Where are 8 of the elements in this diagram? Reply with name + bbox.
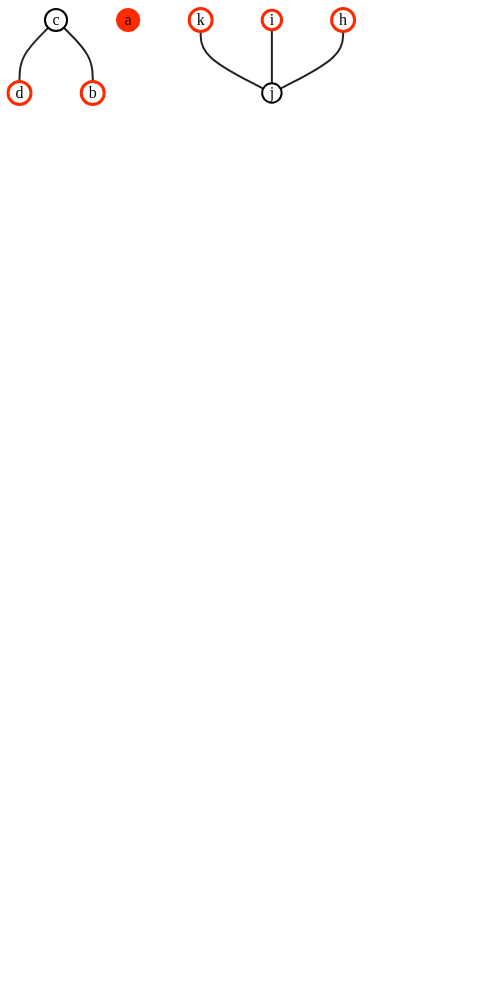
node-circle: i <box>260 8 284 32</box>
node-circle: a <box>116 7 141 33</box>
node-circle: c <box>43 7 69 33</box>
node-circle: h <box>330 7 357 33</box>
node-circle: b <box>79 80 106 106</box>
node-circle: k <box>187 7 214 33</box>
node-circle: j <box>261 82 283 104</box>
node-circle: d <box>6 80 33 106</box>
